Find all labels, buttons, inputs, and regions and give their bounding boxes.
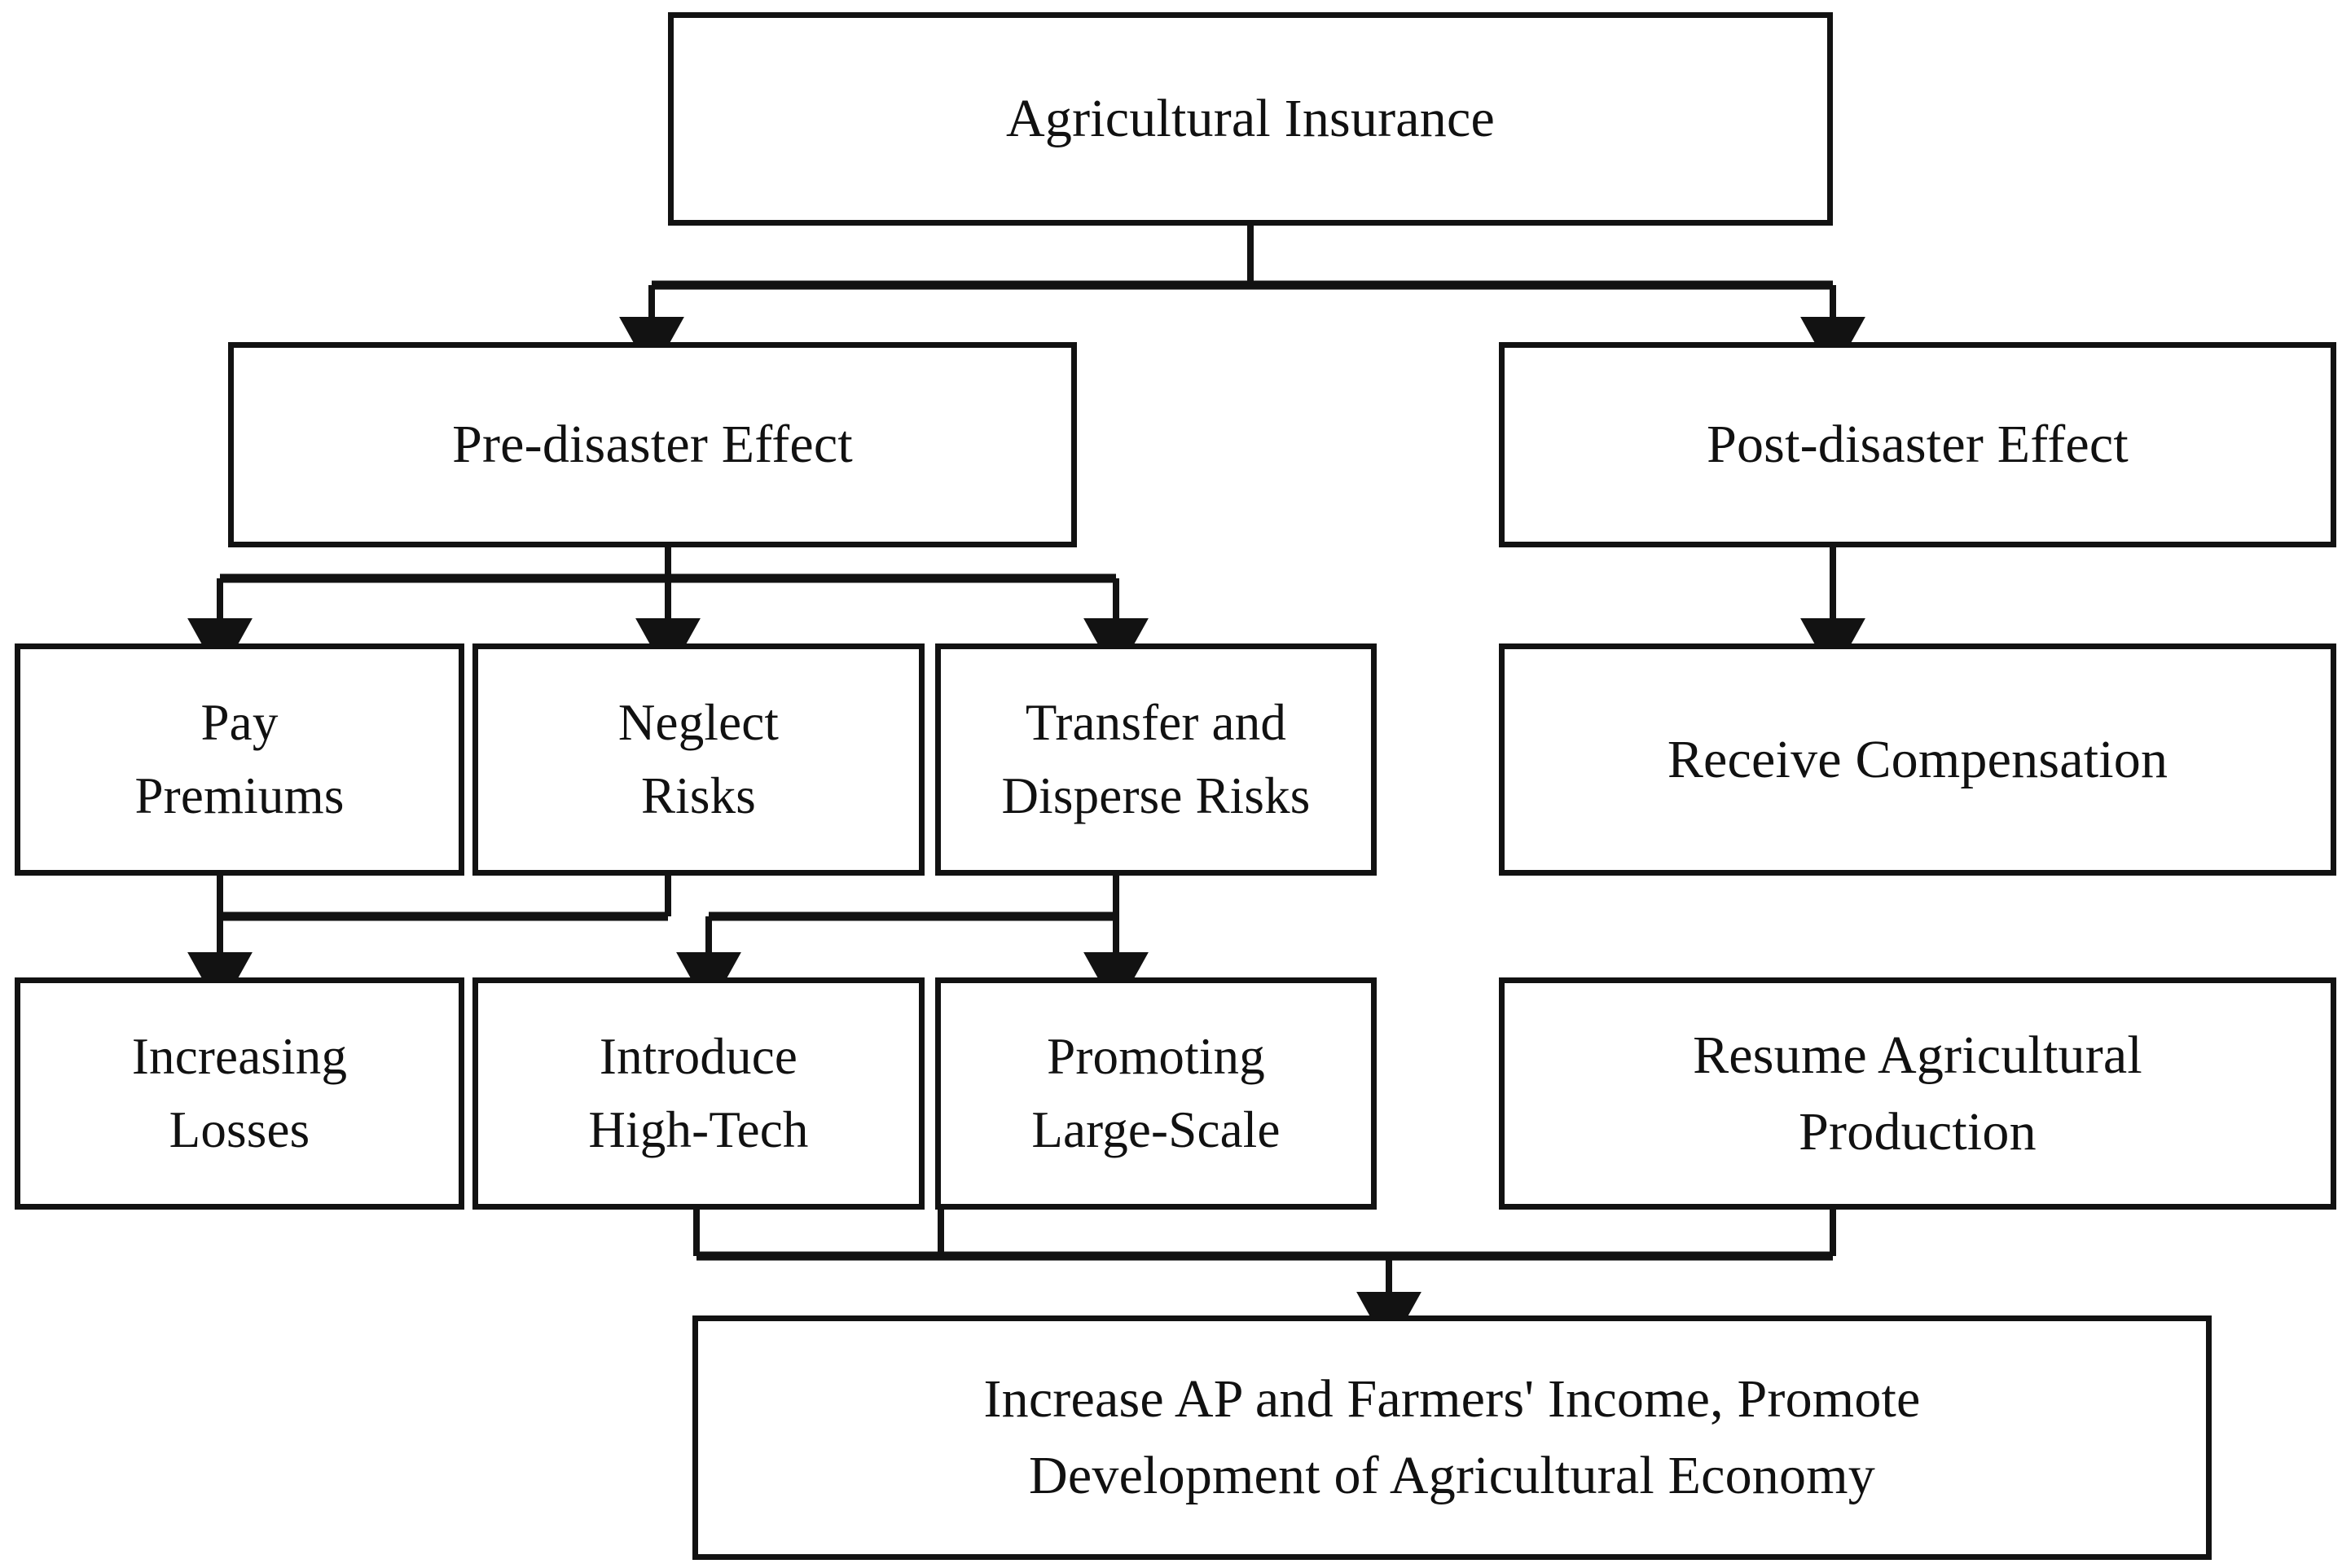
node-transfer-and-disperse-risks[interactable]: Transfer and Disperse Risks [935, 643, 1377, 876]
node-label-post-disaster-effect: Post-disaster Effect [1707, 415, 2129, 475]
node-label-pre-disaster-effect: Pre-disaster Effect [452, 415, 853, 475]
node-label-increasing-losses: Increasing Losses [131, 1028, 348, 1158]
node-label-resume-agricultural-production: Resume Agricultural Production [1693, 1025, 2142, 1162]
node-label-promoting-large-scale: Promoting Large-Scale [1031, 1028, 1281, 1158]
node-neglect-risks[interactable]: Neglect Risks [472, 643, 925, 876]
node-introduce-high-tech[interactable]: Introduce High-Tech [472, 977, 925, 1210]
node-agricultural-insurance[interactable]: Agricultural Insurance [668, 12, 1833, 226]
node-pay-premiums[interactable]: Pay Premiums [15, 643, 464, 876]
node-label-introduce-high-tech: Introduce High-Tech [588, 1028, 809, 1158]
node-label-neglect-risks: Neglect Risks [617, 694, 780, 824]
node-resume-agricultural-production[interactable]: Resume Agricultural Production [1499, 977, 2336, 1210]
node-label-transfer-and-disperse-risks: Transfer and Disperse Risks [1001, 694, 1311, 824]
node-pre-disaster-effect[interactable]: Pre-disaster Effect [228, 342, 1077, 547]
node-label-pay-premiums: Pay Premiums [134, 694, 345, 824]
node-label-increase-ap-and-farmers-income: Increase AP and Farmers' Income, Promote… [983, 1369, 1921, 1505]
node-promoting-large-scale[interactable]: Promoting Large-Scale [935, 977, 1377, 1210]
node-label-receive-compensation: Receive Compensation [1667, 729, 2168, 789]
node-increasing-losses[interactable]: Increasing Losses [15, 977, 464, 1210]
node-label-agricultural-insurance: Agricultural Insurance [1006, 89, 1495, 149]
node-increase-ap-and-farmers-income[interactable]: Increase AP and Farmers' Income, Promote… [692, 1315, 2212, 1560]
node-post-disaster-effect[interactable]: Post-disaster Effect [1499, 342, 2336, 547]
node-receive-compensation[interactable]: Receive Compensation [1499, 643, 2336, 876]
